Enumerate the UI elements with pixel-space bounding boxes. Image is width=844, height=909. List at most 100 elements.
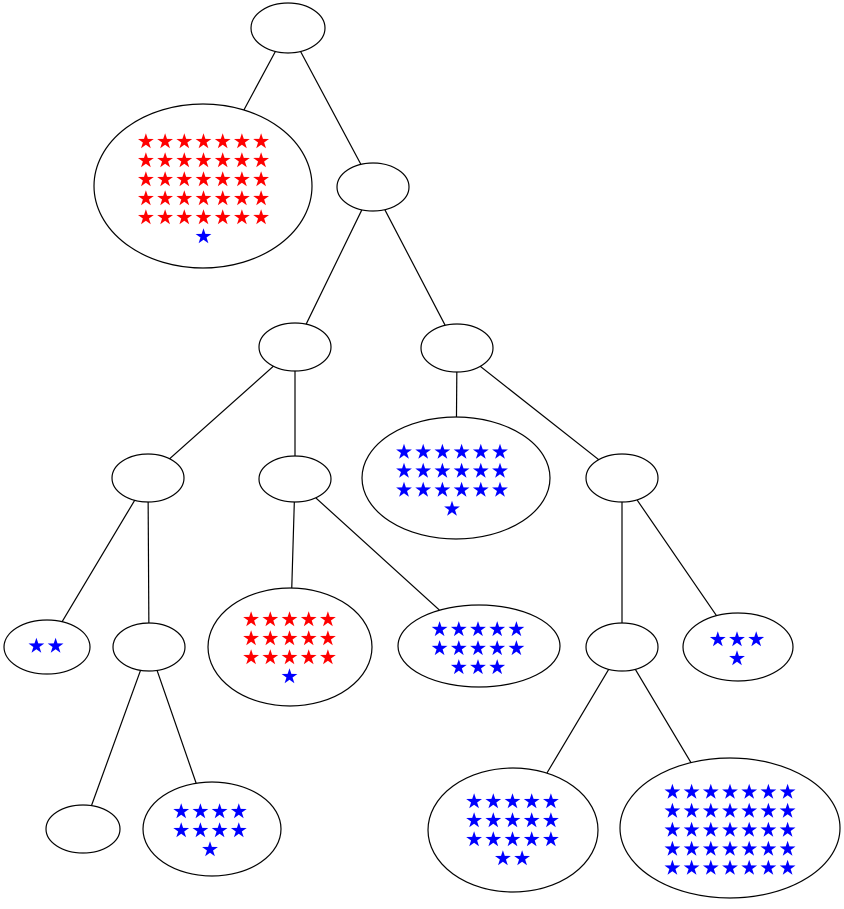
tree-edge-inner-mid-left--inner-l4-left bbox=[169, 365, 274, 460]
blue-star-icon bbox=[729, 650, 745, 666]
tree-node-leaf-blue4 bbox=[682, 612, 794, 682]
star-cluster-leaf-blue17 bbox=[466, 793, 559, 866]
blue-star-icon bbox=[702, 840, 719, 856]
blue-star-icon bbox=[760, 821, 777, 837]
tree-edge-inner-l4-mid--leaf-red15-blue1 bbox=[291, 501, 295, 589]
red-star-icon bbox=[281, 630, 298, 646]
blue-star-icon bbox=[202, 841, 218, 857]
blue-star-icon bbox=[453, 481, 470, 497]
blue-star-icon bbox=[779, 783, 796, 799]
blue-star-icon bbox=[702, 783, 719, 799]
tree-edge-inner-l5-left--leaf-blue9 bbox=[156, 670, 197, 784]
tree-node-inner-l4-right bbox=[585, 453, 659, 503]
blue-star-icon bbox=[683, 783, 700, 799]
blue-star-icon bbox=[664, 783, 681, 799]
blue-star-icon bbox=[489, 640, 506, 656]
red-star-icon bbox=[157, 209, 173, 225]
blue-star-icon bbox=[485, 831, 502, 847]
blue-star-icon bbox=[195, 228, 212, 244]
blue-star-icon bbox=[722, 859, 738, 875]
blue-star-icon bbox=[470, 621, 486, 637]
tree-edge-inner-right--inner-mid-right bbox=[384, 209, 446, 326]
blue-star-icon bbox=[453, 462, 470, 478]
tree-node-inner-mid-right bbox=[420, 323, 494, 373]
blue-star-icon bbox=[683, 821, 700, 837]
blue-star-icon bbox=[709, 631, 726, 647]
red-star-icon bbox=[214, 209, 231, 225]
blue-star-icon bbox=[415, 462, 432, 478]
blue-star-icon bbox=[396, 443, 412, 459]
tree-node-inner-l5-left bbox=[112, 622, 186, 672]
red-star-icon bbox=[176, 171, 193, 187]
blue-star-icon bbox=[485, 812, 502, 828]
blue-star-icon bbox=[434, 443, 451, 459]
blue-star-icon bbox=[415, 443, 432, 459]
red-star-icon bbox=[253, 152, 269, 168]
red-star-icon bbox=[176, 190, 193, 206]
red-star-icon bbox=[157, 190, 173, 206]
blue-star-icon bbox=[453, 443, 470, 459]
red-star-icon bbox=[243, 649, 259, 665]
blue-star-icon bbox=[722, 802, 738, 818]
blue-star-icon bbox=[211, 822, 228, 838]
tree-node-leaf-blue2 bbox=[3, 619, 91, 675]
blue-star-icon bbox=[492, 443, 508, 459]
blue-star-icon bbox=[434, 481, 451, 497]
star-cluster-leaf-blue35 bbox=[664, 783, 796, 875]
blue-star-icon bbox=[192, 803, 209, 819]
red-star-icon bbox=[320, 630, 336, 646]
blue-star-icon bbox=[702, 821, 719, 837]
red-star-icon bbox=[300, 611, 317, 627]
blue-star-icon bbox=[779, 802, 796, 818]
blue-star-icon bbox=[230, 803, 247, 819]
red-star-icon bbox=[138, 209, 154, 225]
star-cluster-leaf-blue2 bbox=[28, 637, 64, 653]
tree-node-leaf-blue19 bbox=[361, 416, 551, 540]
tree-edge-inner-mid-right--inner-l4-right bbox=[479, 365, 600, 461]
blue-star-icon bbox=[702, 802, 719, 818]
blue-star-icon bbox=[450, 640, 467, 656]
red-star-icon bbox=[195, 152, 212, 168]
blue-star-icon bbox=[523, 793, 540, 809]
red-star-icon bbox=[138, 152, 154, 168]
red-star-icon bbox=[243, 611, 259, 627]
blue-star-icon bbox=[664, 859, 681, 875]
tree-edge-inner-l5-right--leaf-blue35 bbox=[634, 668, 692, 763]
red-star-icon bbox=[300, 649, 317, 665]
blue-star-icon bbox=[431, 621, 448, 637]
blue-star-icon bbox=[543, 793, 559, 809]
red-star-icon bbox=[281, 611, 298, 627]
blue-star-icon bbox=[470, 640, 486, 656]
blue-star-icon bbox=[450, 621, 467, 637]
red-star-icon bbox=[320, 611, 336, 627]
tree-edge-inner-right--inner-mid-left bbox=[305, 209, 363, 325]
red-star-icon bbox=[320, 649, 336, 665]
blue-star-icon bbox=[28, 637, 45, 653]
red-star-icon bbox=[157, 171, 173, 187]
tree-node-inner-right bbox=[336, 162, 410, 212]
tree-node-root bbox=[250, 2, 326, 54]
blue-star-icon bbox=[508, 640, 525, 656]
blue-star-icon bbox=[211, 803, 228, 819]
blue-star-icon bbox=[192, 822, 209, 838]
red-star-icon bbox=[195, 133, 212, 149]
red-star-icon bbox=[157, 133, 173, 149]
red-star-icon bbox=[253, 209, 269, 225]
blue-star-icon bbox=[444, 500, 460, 516]
blue-star-icon bbox=[760, 783, 777, 799]
blue-star-icon bbox=[741, 859, 758, 875]
blue-star-icon bbox=[47, 637, 64, 653]
red-star-icon bbox=[214, 152, 231, 168]
red-star-icon bbox=[138, 133, 154, 149]
blue-star-icon bbox=[489, 621, 506, 637]
blue-star-icon bbox=[683, 802, 700, 818]
blue-star-icon bbox=[472, 443, 489, 459]
blue-star-icon bbox=[722, 821, 738, 837]
blue-star-icon bbox=[504, 793, 521, 809]
blue-star-icon bbox=[230, 822, 247, 838]
tree-node-inner-l5-right bbox=[585, 622, 659, 672]
red-star-icon bbox=[234, 171, 250, 187]
tree-node-inner-l4-left bbox=[111, 453, 185, 503]
tree-edge-inner-l5-right--leaf-blue17 bbox=[546, 669, 610, 774]
